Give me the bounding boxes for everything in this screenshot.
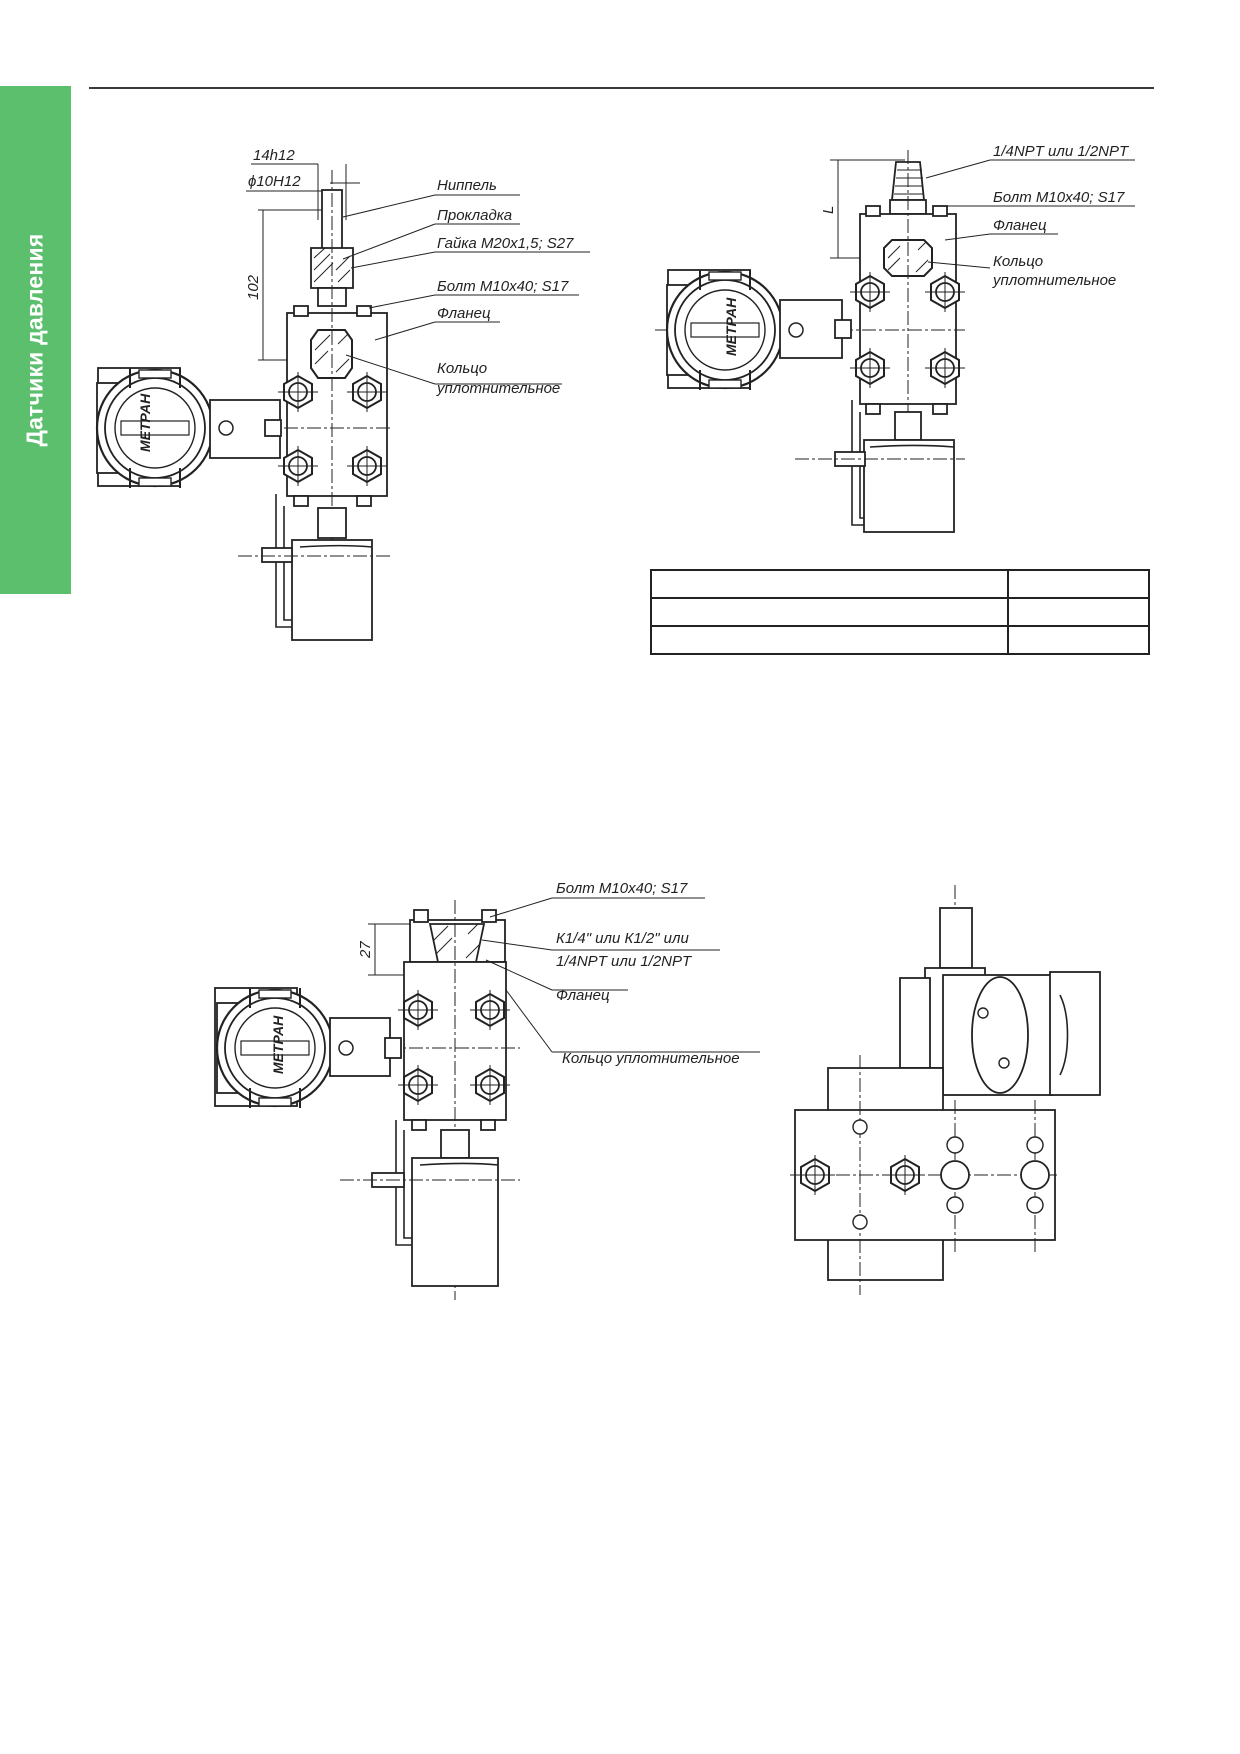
dim-width-label: 14h12 — [253, 147, 295, 164]
spec-table — [650, 569, 1150, 655]
callout-gasket: Прокладка — [437, 207, 512, 224]
callout-bolt: Болт М10х40; S17 — [556, 880, 688, 897]
table-cell — [1007, 597, 1150, 627]
callout-ring: Кольцо уплотнительное — [562, 1050, 740, 1067]
callout-flange: Фланец — [993, 217, 1047, 234]
callout-flange: Фланец — [556, 987, 610, 1004]
section-side-tab: Датчики давления — [0, 86, 71, 594]
callout-bolt: Болт М10х40; S17 — [993, 189, 1125, 206]
header-rule — [89, 87, 1154, 89]
logo-b: МЕТРАН — [723, 297, 739, 356]
drawing-d — [790, 885, 1101, 1295]
drawing-c: 27 МЕТРАН Болт М10х40; S17 К1/4" или К1/… — [214, 880, 760, 1300]
callout-thread: 1/4NPT или 1/2NPT — [993, 143, 1130, 160]
drawing-a: 14h12 ϕ10H12 102 МЕТРАН — [95, 147, 590, 641]
callout-thread-2: 1/4NPT или 1/2NPT — [556, 953, 693, 970]
drawing-b: L МЕТРАН 1/4NPT или 1/2NPT Болт М — [655, 143, 1135, 535]
logo-c: МЕТРАН — [270, 1015, 286, 1074]
table-cell — [650, 569, 1009, 599]
table-row — [650, 597, 1150, 627]
dim-diameter-label: ϕ10H12 — [248, 173, 301, 190]
logo-a: МЕТРАН — [137, 393, 153, 452]
table-cell — [650, 597, 1009, 627]
table-cell — [650, 625, 1009, 655]
callout-ring: Кольцо — [993, 253, 1043, 270]
callout-ring-2: уплотнительное — [992, 272, 1116, 289]
table-cell — [1007, 625, 1150, 655]
table-row — [650, 569, 1150, 599]
dim-height-label-c: 27 — [357, 941, 374, 959]
table-cell — [1007, 569, 1150, 599]
table-row — [650, 625, 1150, 655]
callout-thread: К1/4" или К1/2" или — [556, 930, 689, 947]
callout-ring-2: уплотнительное — [436, 380, 560, 397]
dim-length-label: L — [820, 206, 837, 214]
callout-nipple: Ниппель — [437, 177, 497, 194]
callout-bolt: Болт М10х40; S17 — [437, 278, 569, 295]
callout-ring: Кольцо — [437, 360, 487, 377]
dim-height-label: 102 — [245, 274, 262, 300]
callout-flange: Фланец — [437, 305, 491, 322]
callout-nut: Гайка М20х1,5; S27 — [437, 235, 574, 252]
